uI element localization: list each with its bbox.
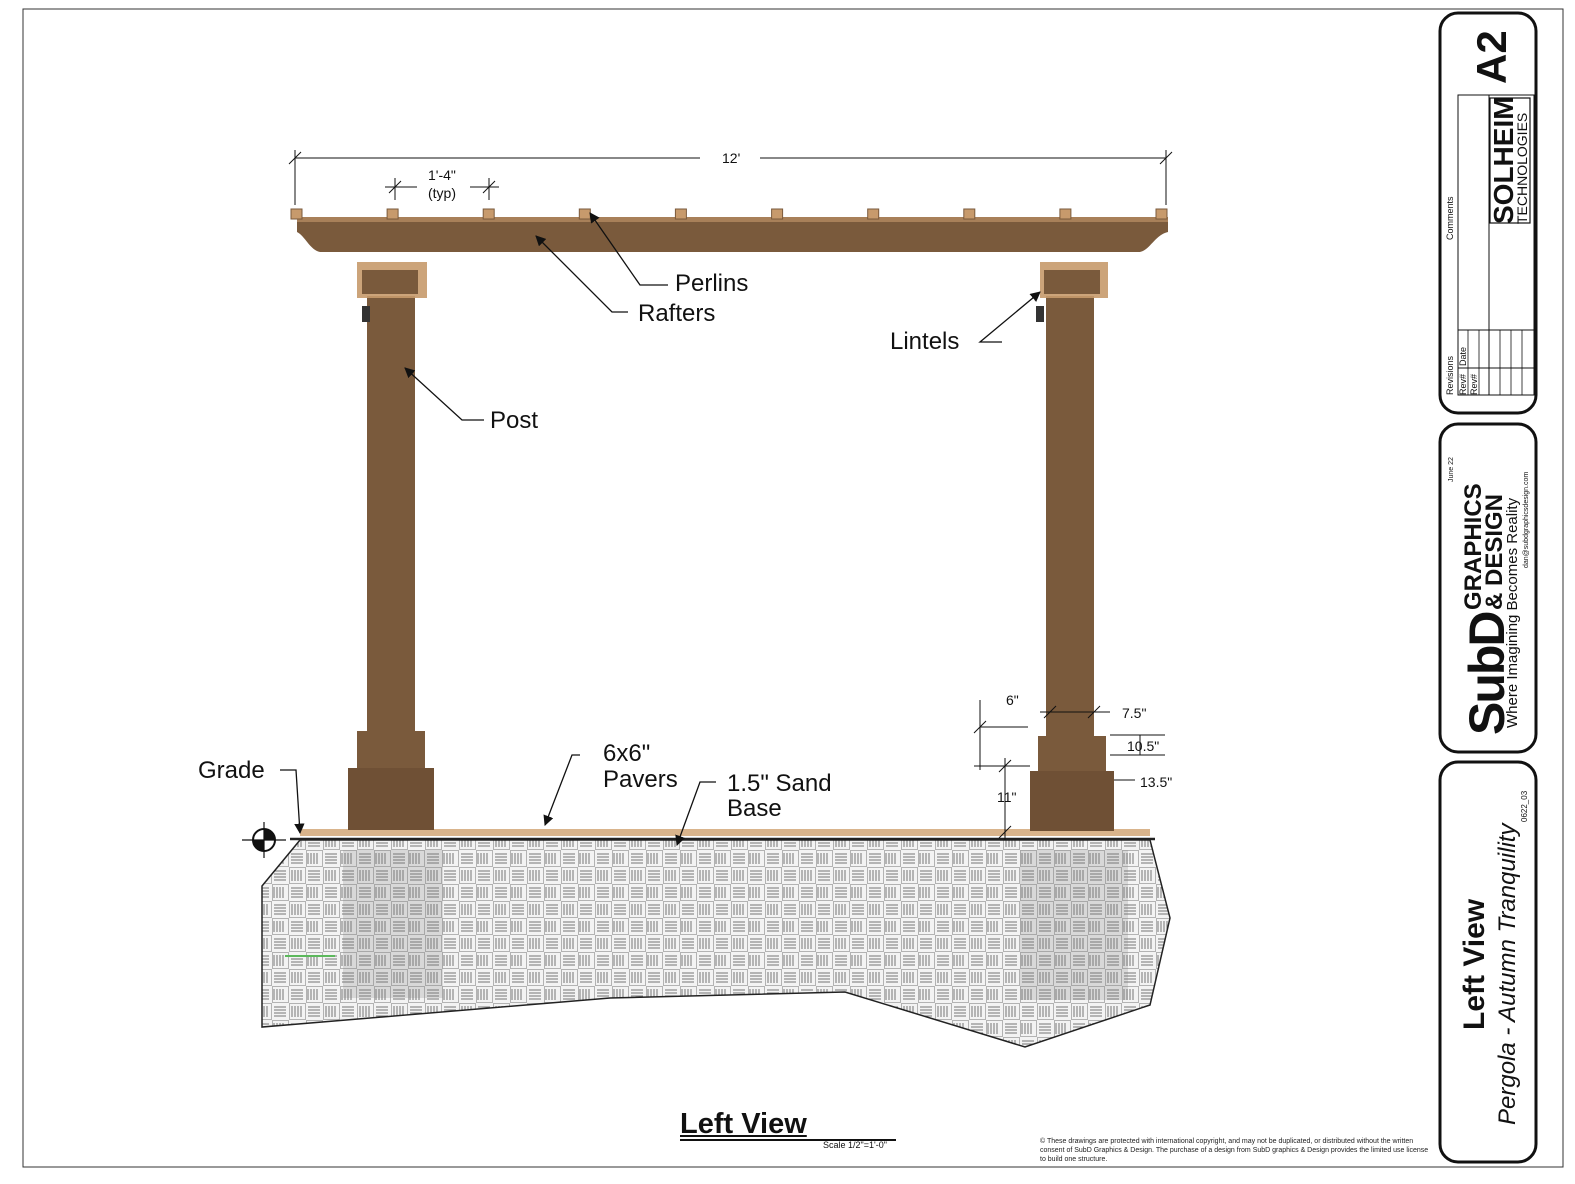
project-title: Pergola - Autumn Tranquility — [1494, 823, 1521, 1125]
rafter-top-highlight — [297, 217, 1168, 222]
footing-left — [343, 850, 443, 998]
dim-base-11: 11" — [997, 789, 1017, 805]
job-number: 0622_03 — [1520, 790, 1529, 822]
grade-symbol — [242, 822, 286, 858]
label-sand-2: Base — [727, 795, 782, 822]
perlin-block — [867, 208, 880, 220]
title-block — [1438, 11, 1538, 1164]
designer-date: June 22 — [1448, 457, 1455, 482]
designer-tagline: Where Imagining Becomes Reality — [1504, 497, 1521, 728]
right-post — [1030, 262, 1114, 831]
perlin-block — [1155, 208, 1168, 220]
rev-row: Rev# — [1469, 373, 1479, 395]
dim-post-7-5: 7.5" — [1122, 705, 1147, 721]
date-header: Date — [1458, 346, 1468, 366]
sheet-border — [22, 8, 1564, 1168]
perlin-block — [482, 208, 495, 220]
rev-header: Rev# — [1458, 373, 1468, 395]
perlin-block — [1059, 208, 1072, 220]
sand-base — [300, 829, 1150, 836]
drawing-title: Left View — [680, 1108, 807, 1140]
label-pavers-2: Pavers — [603, 766, 678, 793]
label-pavers-1: 6x6" — [603, 740, 651, 767]
dim-perlin-spacing: 1'-4" — [428, 167, 456, 183]
drawing-scale: Scale 1/2"=1'-0" — [823, 1140, 887, 1150]
label-perlins: Perlins — [675, 270, 749, 297]
label-sand-1: 1.5" Sand — [727, 770, 832, 797]
left-post — [348, 262, 434, 830]
perlin-block — [771, 208, 784, 220]
footing-right — [1020, 850, 1128, 1000]
copyright-notice: © These drawings are protected with inte… — [1040, 1138, 1429, 1163]
comments-label: Comments — [1445, 196, 1455, 240]
label-lintels: Lintels — [890, 328, 960, 355]
leader-lines — [280, 212, 1041, 846]
label-post: Post — [490, 407, 539, 434]
sheet-number: A2 — [1468, 30, 1515, 84]
perlin-block — [674, 208, 687, 220]
label-grade: Grade — [198, 757, 265, 784]
company-subtitle: TECHNOLOGIES — [1514, 112, 1530, 224]
rafter-beam — [297, 217, 1168, 252]
perlin-block — [578, 208, 591, 220]
perlin-block — [963, 208, 976, 220]
overall-dimension — [288, 150, 1173, 205]
label-rafters: Rafters — [638, 300, 716, 327]
perlin-block — [386, 208, 399, 220]
perlin-spacing-dimension — [385, 178, 499, 200]
designer-email: dan@subdgraphicsdesign.com — [1523, 471, 1530, 568]
dim-base-6: 6" — [1006, 692, 1019, 708]
dim-base-10-5: 10.5" — [1127, 738, 1160, 754]
revisions-label: Revisions — [1445, 355, 1455, 395]
perlin-block — [290, 208, 303, 220]
dim-perlin-spacing-note: (typ) — [428, 185, 456, 201]
view-title: Left View — [1458, 898, 1491, 1030]
base-dimensions — [973, 700, 1165, 840]
dim-overall-width: 12' — [722, 150, 741, 166]
dim-base-13-5: 13.5" — [1140, 774, 1173, 790]
